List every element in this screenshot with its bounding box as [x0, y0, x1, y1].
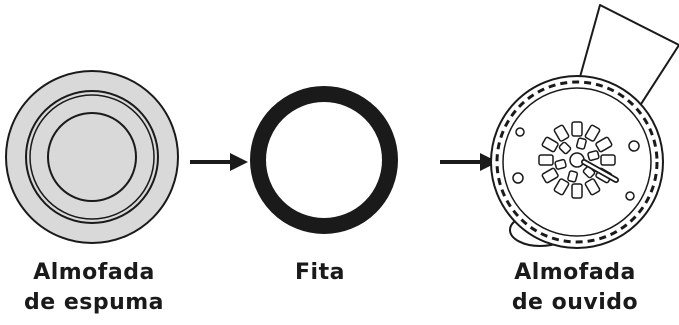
- earcup-icon: [490, 4, 679, 249]
- foam-pad-icon: [5, 70, 179, 244]
- arrow-right-icon: [190, 153, 248, 171]
- foam-pad-label-line-2: de espuma: [23, 290, 165, 315]
- tape-label: Fita: [260, 258, 380, 288]
- arrow-right-icon: [440, 153, 498, 171]
- ear-pad-label: Almofada de ouvido: [480, 258, 670, 318]
- tape-label-text: Fita: [295, 260, 345, 285]
- ear-pad-label-line-1: Almofada: [514, 260, 636, 285]
- ear-pad-label-line-2: de ouvido: [511, 290, 639, 315]
- foam-pad-label: Almofada de espuma: [0, 258, 188, 318]
- tape-ring-icon: [250, 86, 398, 234]
- foam-pad-label-line-1: Almofada: [33, 260, 155, 285]
